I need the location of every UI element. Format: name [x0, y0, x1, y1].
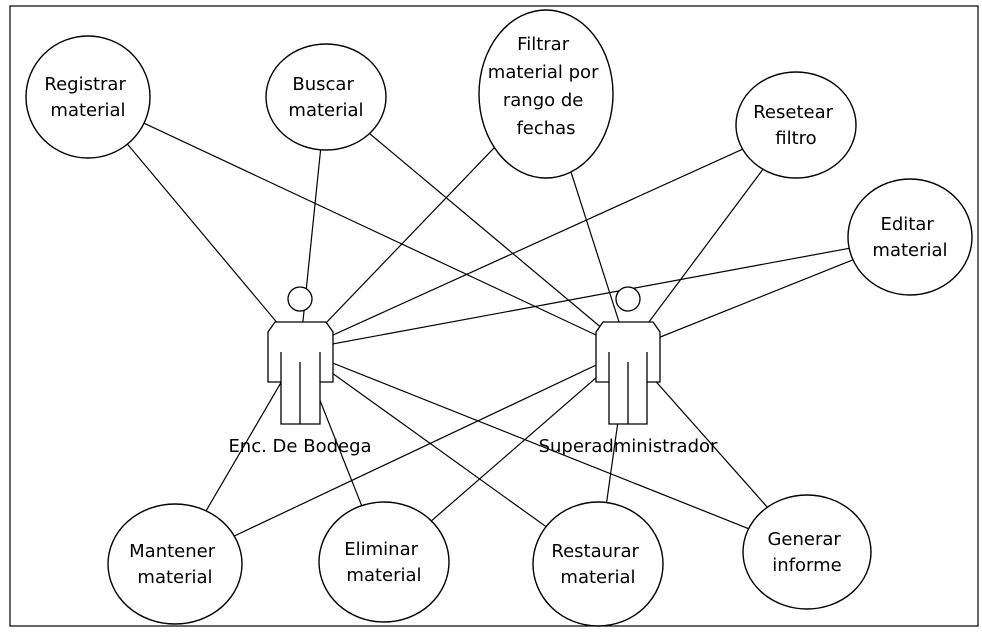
use-case-buscar[interactable]: Buscar material [265, 43, 387, 151]
use-case-registrar[interactable]: Registrar material [25, 35, 151, 159]
association-line-enc-bodega-filtrar [299, 147, 495, 351]
use-case-ellipse [265, 43, 387, 151]
use-case-ellipse [318, 501, 450, 623]
use-case-eliminar[interactable]: Eliminar material [318, 501, 450, 623]
use-case-label: Buscar [292, 74, 354, 95]
actor-label: Enc. De Bodega [228, 436, 371, 457]
use-case-editar[interactable]: Editar material [847, 178, 973, 296]
svg-text:Generar informe: Generar informe [767, 529, 846, 576]
association-line-superadmin-filtrar [570, 171, 629, 351]
svg-text:Mantener material: Mantener material [129, 541, 221, 588]
use-case-label: Filtrar [517, 34, 570, 55]
association-line-superadmin-resetear [627, 168, 764, 351]
use-case-label: material por [488, 62, 599, 83]
use-case-label: filtro [775, 128, 816, 149]
actor-enc-bodega[interactable]: Enc. De Bodega [228, 286, 372, 457]
svg-text:Eliminar material: Eliminar material [344, 539, 423, 586]
use-case-filtrar[interactable]: Filtrar material por rango de fechas [478, 9, 614, 179]
use-case-label: material [50, 100, 125, 121]
association-line-enc-bodega-buscar [299, 149, 322, 351]
use-case-restaurar[interactable]: Restaurar material [532, 501, 664, 627]
use-case-ellipse [532, 501, 664, 627]
association-line-enc-bodega-resetear [299, 148, 743, 351]
svg-text:Resetear filtro: Resetear filtro [753, 102, 839, 149]
use-case-label: material [872, 240, 947, 261]
use-case-label: Registrar [44, 74, 126, 95]
svg-text:Restaurar material: Restaurar material [551, 541, 644, 588]
actor-head-icon [615, 286, 641, 312]
use-case-label: material [288, 100, 363, 121]
use-case-label: Generar [767, 529, 841, 550]
use-case-label: material [346, 565, 421, 586]
use-case-ellipse [735, 71, 857, 179]
use-case-label: material [137, 567, 212, 588]
svg-text:Editar material: Editar material [872, 214, 947, 261]
actor-head-icon [287, 286, 313, 312]
use-case-label: material [560, 567, 635, 588]
actor-superadministrador[interactable]: Superadministrador [539, 286, 718, 457]
use-case-ellipse [847, 178, 973, 296]
association-line-enc-bodega-editar [299, 247, 850, 351]
use-case-label: Eliminar [344, 539, 418, 560]
use-case-label: fechas [516, 118, 575, 139]
association-line-superadmin-registrar [143, 122, 629, 351]
association-line-enc-bodega-restaurar [299, 349, 547, 528]
use-case-ellipse [478, 9, 614, 179]
use-case-mantener[interactable]: Mantener material [107, 503, 243, 625]
use-case-label: Editar [880, 214, 934, 235]
use-case-label: rango de [503, 90, 584, 111]
associations [126, 122, 854, 537]
use-case-ellipse [107, 503, 243, 625]
use-case-generar[interactable]: Generar informe [742, 494, 872, 610]
use-case-label: Mantener [129, 541, 216, 562]
use-case-ellipse [25, 35, 151, 159]
svg-text:Registrar material: Registrar material [44, 74, 131, 121]
use-case-ellipse [742, 494, 872, 610]
actor-label: Superadministrador [539, 436, 718, 457]
association-line-superadmin-eliminar [430, 349, 629, 522]
svg-text:Filtrar material por: Filtrar material por rango de fechas [488, 34, 604, 139]
association-line-enc-bodega-registrar [126, 143, 301, 351]
use-case-label: Resetear [753, 102, 833, 123]
svg-text:Buscar material: Buscar material [288, 74, 363, 121]
association-line-superadmin-mantener [234, 349, 629, 537]
use-case-label: informe [772, 555, 841, 576]
association-line-superadmin-buscar [369, 133, 629, 351]
use-case-label: Restaurar [551, 541, 639, 562]
use-case-resetear[interactable]: Resetear filtro [735, 71, 857, 179]
association-line-superadmin-editar [627, 259, 854, 351]
